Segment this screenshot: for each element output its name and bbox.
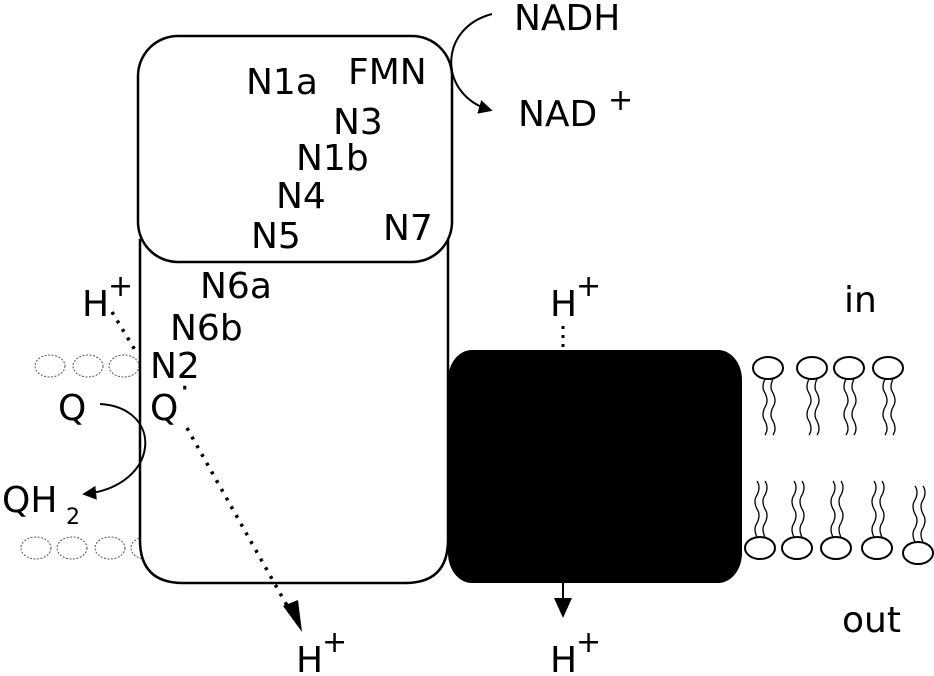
h-out-left-label: H: [296, 640, 323, 676]
n6a-label: N6a: [200, 266, 272, 307]
h-out-left-sup-label: +: [322, 625, 347, 660]
membrane-lipids-right: [744, 356, 934, 565]
nad-label: NAD: [518, 94, 597, 135]
n4-label: N4: [276, 176, 326, 217]
q-radical-sup-label: ·: [180, 371, 190, 406]
membrane-domain-black: [448, 350, 742, 583]
h-in-right-sup-label: +: [576, 269, 601, 304]
complex-i-membrane-arm: [138, 238, 450, 585]
h-in-left-sup-label: +: [108, 269, 133, 304]
h-out-right-sup-label: +: [576, 625, 601, 660]
out-label: out: [842, 600, 901, 641]
nadh-oxidation-arrow: [450, 13, 493, 114]
q-radical-label: Q: [150, 388, 178, 429]
in-label: in: [844, 280, 877, 321]
n1a-label: N1a: [246, 62, 318, 103]
n1b-label: N1b: [296, 138, 369, 179]
n7-label: N7: [383, 208, 433, 249]
qh-label: QH: [2, 480, 57, 521]
proton-path-complex-i: [110, 311, 296, 619]
proton-path-arrowhead-right: [554, 598, 572, 618]
qh-sub-label: 2: [66, 505, 80, 530]
fmn-label: FMN: [348, 52, 427, 93]
h-in-left-label: H: [82, 284, 109, 325]
n2-label: N2: [150, 346, 200, 387]
h-out-right-label: H: [550, 640, 577, 676]
h-in-right-label: H: [550, 284, 577, 325]
nadh-label: NADH: [514, 0, 620, 39]
nad-sup-label: +: [608, 83, 633, 118]
q-label: Q: [58, 388, 86, 429]
n6b-label: N6b: [170, 308, 243, 349]
quinone-reduction-arrow: [82, 403, 147, 500]
n5-label: N5: [251, 216, 301, 257]
proton-path-arrowhead-left: [283, 600, 302, 632]
complex-i-peripheral-arm: [136, 34, 454, 264]
n3-label: N3: [333, 102, 383, 143]
